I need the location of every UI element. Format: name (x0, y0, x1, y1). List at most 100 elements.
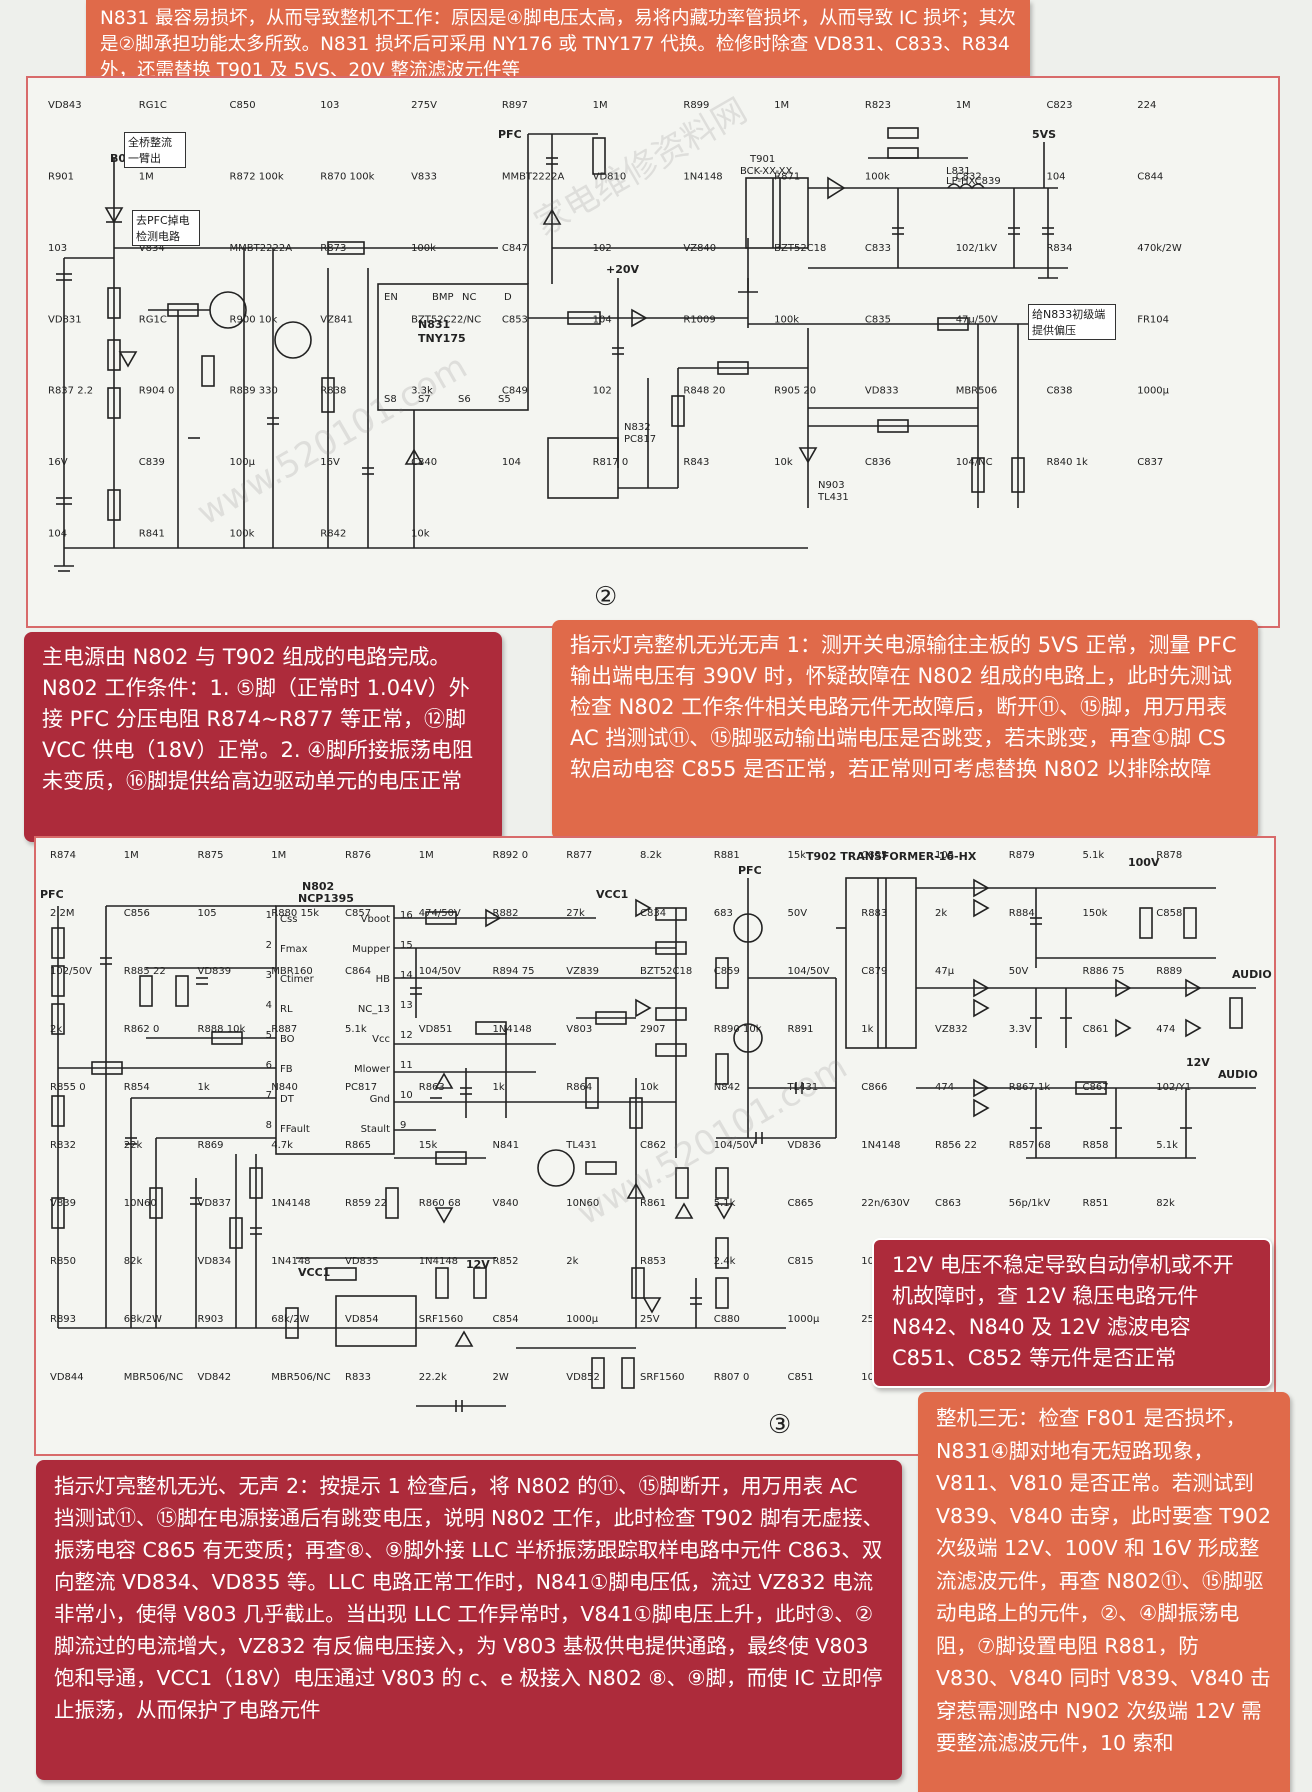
component-label: C855 (861, 850, 887, 861)
component-label: R876 (345, 850, 371, 861)
component-label: 102 (593, 386, 612, 397)
transformer-t902 (845, 877, 917, 1049)
component-label: 474 (935, 1082, 954, 1093)
component-label: 1N4148 (493, 1024, 532, 1035)
component-label: R865 (345, 1140, 371, 1151)
component-label: 104 (48, 529, 67, 540)
ic-pin-label: Mupper (352, 944, 391, 955)
component-label: 10k (774, 457, 793, 468)
ic-pin-label: Fmax (280, 944, 308, 955)
component-label: 683 (714, 908, 733, 919)
component-label: VD831 (48, 314, 82, 325)
net-pfc-3: PFC (738, 864, 762, 877)
net-20v: +20V (606, 263, 640, 276)
component-label: 68k/2W (124, 1314, 162, 1325)
component-label: 104 (1046, 171, 1065, 182)
component-label: VD833 (865, 386, 899, 397)
component-label: C833 (865, 243, 891, 254)
component-label: C861 (1083, 1024, 1109, 1035)
ic-pin-label: Css (280, 914, 297, 925)
component-label: 1k (198, 1082, 210, 1093)
n832-part: PC817 (624, 434, 656, 445)
component-label: 22.2k (419, 1372, 447, 1383)
component-label: C862 (640, 1140, 666, 1151)
ic-pin-label: 13 (400, 1000, 413, 1011)
component-label: R857 68 (1009, 1140, 1051, 1151)
component-label: R823 (865, 100, 891, 111)
component-label: R874 (50, 850, 76, 861)
component-label: 68k/2W (271, 1314, 309, 1325)
ic-n802 (275, 905, 395, 1155)
component-label: R856 22 (935, 1140, 977, 1151)
component-label: VD851 (419, 1024, 453, 1035)
component-label: 27k (566, 908, 585, 919)
component-label: R904 0 (139, 386, 175, 397)
component-label: 1000μ (566, 1314, 598, 1325)
component-label: C815 (788, 1256, 814, 1267)
component-label: R837 2.2 (48, 386, 93, 397)
callout-n833-bias: 给N833初级端提供偏压 (1028, 304, 1116, 340)
component-label: C880 (714, 1314, 740, 1325)
schematic-diagram-1: B0 PFC +20V 5VS N831 TNY175 EN BMP NC D … (26, 76, 1280, 628)
component-label: VD834 (198, 1256, 232, 1267)
ic-pin-label: Vcc (372, 1034, 390, 1045)
component-label: R858 (1083, 1140, 1109, 1151)
component-label: VD842 (198, 1372, 232, 1383)
component-label: BZT52C22/NC (411, 314, 481, 325)
note-main-power: 主电源由 N802 与 T902 组成的电路完成。N802 工作条件：1. ⑤脚… (24, 632, 502, 842)
note-no-light-2: 指示灯亮整机无光、无声 2：按提示 1 检查后，将 N802 的⑪、⑮脚断开，用… (36, 1460, 902, 1780)
component-label: VD852 (566, 1372, 600, 1383)
component-label: 1N4148 (271, 1256, 310, 1267)
component-label: 22k (124, 1140, 143, 1151)
ic-pin-label: FFault (280, 1124, 310, 1135)
component-label: R807 0 (714, 1372, 750, 1383)
component-label: 15k (419, 1140, 438, 1151)
component-label: 5.1k (345, 1024, 367, 1035)
component-label: 50V (788, 908, 808, 919)
component-label: C864 (345, 966, 371, 977)
component-label: N841 (493, 1140, 520, 1151)
component-label: 474/50V (419, 908, 461, 919)
net-12v-2: 12V (466, 1258, 490, 1271)
component-label: R901 (48, 171, 74, 182)
component-label: R903 (198, 1314, 224, 1325)
component-label: 100k (230, 529, 255, 540)
component-label: R839 330 (230, 386, 278, 397)
component-label: 100k (411, 243, 436, 254)
component-label: 275V (411, 100, 437, 111)
diagram-2-number: ③ (768, 1410, 792, 1440)
component-label: VD835 (345, 1256, 379, 1267)
component-label: 1M (593, 100, 608, 111)
component-label: R891 (788, 1024, 814, 1035)
component-label: R851 (1083, 1198, 1109, 1209)
component-label: VD810 (593, 171, 627, 182)
component-label: 1N4148 (419, 1256, 458, 1267)
component-label: 10N60 (124, 1198, 157, 1209)
component-label: C836 (865, 457, 891, 468)
component-label: 22n/630V (861, 1198, 910, 1209)
component-label: R850 (50, 1256, 76, 1267)
component-label: R859 22 (345, 1198, 387, 1209)
ic-pin-label: Vboot (361, 914, 390, 925)
component-label: R840 1k (1046, 457, 1088, 468)
component-label: C849 (502, 386, 528, 397)
component-label: R860 68 (419, 1198, 461, 1209)
component-label: R872 100k (230, 171, 284, 182)
net-pfc-2: PFC (40, 888, 64, 901)
component-label: VD839 (198, 966, 232, 977)
component-label: R838 (320, 386, 346, 397)
top-note-text: N831 最容易损坏，从而导致整机不工作：原因是④脚电压太高，易将内藏功率管损坏… (100, 8, 1016, 81)
ic-pin-label: Stault (361, 1124, 391, 1135)
component-label: C857 (345, 908, 371, 919)
component-label: 2907 (640, 1024, 665, 1035)
component-label: N840 (271, 1082, 298, 1093)
component-label: 2.2M (50, 908, 75, 919)
net-12v-1: 12V (1186, 1056, 1210, 1069)
net-audio-1: AUDIO (1232, 968, 1272, 981)
ic-pin-label: 9 (400, 1120, 406, 1131)
component-label: 1M (774, 100, 789, 111)
ic-n802-part: NCP1395 (298, 892, 354, 905)
component-label: 100k (865, 171, 890, 182)
component-label: SRF1560 (419, 1314, 464, 1325)
component-label: R890 10k (714, 1024, 762, 1035)
